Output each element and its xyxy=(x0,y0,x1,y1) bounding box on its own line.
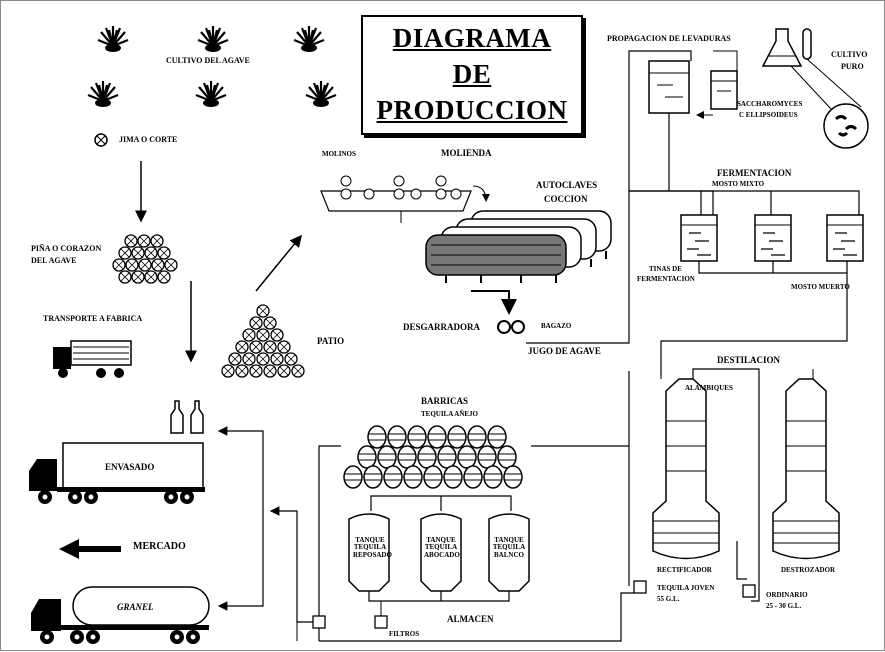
arrow-patio-to-molinos xyxy=(255,234,302,292)
title-line-3: PRODUCCION xyxy=(376,95,568,125)
transport-truck-icon xyxy=(53,340,132,378)
label-sacch-2: C ELLIPSOIDEUS xyxy=(739,111,798,119)
label-mosto-mixto: MOSTO MIXTO xyxy=(712,180,765,188)
label-transporte: TRANSPORTE A FABRICA xyxy=(43,314,143,323)
desgarradora-roller-1 xyxy=(497,320,511,334)
label-tanque-abocado: TANQUE TEQUILA ABOCADO xyxy=(424,536,460,559)
label-coccion: COCCION xyxy=(544,194,588,204)
filtro-1 xyxy=(374,615,388,629)
label-rectificador: RECTIFICADOR xyxy=(657,566,712,574)
label-tanque-blanco-1: TANQUE xyxy=(494,536,524,544)
molinos-icon xyxy=(320,175,490,223)
patio-pile-icon xyxy=(221,304,305,378)
label-tanque-reposado-3: REPOSADO xyxy=(353,550,392,559)
propagation-vats-icon xyxy=(648,50,738,119)
label-destilacion: DESTILACION xyxy=(717,355,781,365)
label-tanque-abocado-2: TEQUILA xyxy=(424,543,458,552)
label-pina-1: PIÑA O CORAZON xyxy=(31,244,102,253)
granel-truck-icon xyxy=(31,586,210,644)
label-tinas-2: FERMENTACION xyxy=(637,275,695,283)
label-tanque-blanco: TANQUE TEQUILA BALNCO xyxy=(492,536,526,559)
desgarradora-roller-2 xyxy=(511,320,525,334)
arrow-to-desgarradora xyxy=(471,290,517,315)
rectificador-still-icon xyxy=(652,378,720,560)
label-granel: GRANEL xyxy=(117,602,154,612)
label-barricas: BARRICAS xyxy=(421,396,469,406)
label-destrozador: DESTROZADOR xyxy=(781,566,836,574)
label-cultivo-puro-1: CULTIVO xyxy=(831,50,868,59)
label-mosto-muerto: MOSTO MUERTO xyxy=(791,283,850,291)
label-tequila-joven-1: TEQUILA JOVEN xyxy=(657,584,715,592)
envasado-truck-icon xyxy=(29,442,205,504)
autoclaves-icon xyxy=(425,210,612,283)
title-box: DIAGRAMA DE PRODUCCION xyxy=(361,15,583,135)
label-patio: PATIO xyxy=(317,336,345,346)
storage-tanks-icon xyxy=(348,513,530,592)
barricas-icon xyxy=(343,425,523,489)
label-ordinario-1: ORDINARIO xyxy=(766,591,808,599)
agave-plants xyxy=(86,24,338,109)
label-jugo: JUGO DE AGAVE xyxy=(528,346,601,356)
label-cultivo-puro-2: PURO xyxy=(841,62,864,71)
label-propagacion: PROPAGACION DE LEVADURAS xyxy=(607,34,731,43)
label-tanque-abocado-3: ABOCADO xyxy=(424,550,460,559)
label-tanque-abocado-1: TANQUE xyxy=(426,536,456,544)
label-tequila-anejo: TEQUILA AÑEJO xyxy=(421,410,478,418)
label-tinas-1: TINAS DE xyxy=(649,265,682,273)
label-tanque-reposado-1: TANQUE xyxy=(355,536,385,544)
label-tanque-reposado: TANQUE TEQUILA REPOSADO xyxy=(353,536,392,559)
label-tanque-reposado-2: TEQUILA xyxy=(353,543,387,552)
label-ordinario-2: 25 - 30 G.L. xyxy=(766,602,802,610)
label-tequila-joven-2: 55 G.L. xyxy=(657,595,680,603)
title-line-1: DIAGRAMA xyxy=(392,23,552,53)
label-almacen: ALMACEN xyxy=(447,614,494,624)
bottles-icon xyxy=(170,400,204,434)
pina-pile-icon xyxy=(112,234,178,284)
label-mercado: MERCADO xyxy=(133,541,186,552)
title-line-2: DE xyxy=(452,59,492,89)
label-pina-2: DEL AGAVE xyxy=(31,256,77,265)
label-tanque-blanco-2: TEQUILA xyxy=(492,543,526,552)
label-filtros: FILTROS xyxy=(389,630,420,638)
label-envasado: ENVASADO xyxy=(105,462,155,472)
ordinario-tank xyxy=(742,584,756,598)
label-sacch-1: SACCHAROMYCES xyxy=(737,100,803,108)
label-cultivo: CULTIVO DEL AGAVE xyxy=(166,56,250,65)
label-tanque-blanco-3: BALNCO xyxy=(494,550,524,559)
label-jima: JIMA O CORTE xyxy=(119,135,178,144)
filtro-2 xyxy=(312,615,326,629)
cultivo-flask-icon xyxy=(761,28,869,149)
label-alambiques: ALAMBIQUES xyxy=(685,384,733,392)
label-molienda: MOLIENDA xyxy=(441,148,492,158)
label-autoclaves: AUTOCLAVES xyxy=(536,180,598,190)
label-bagazo: BAGAZO xyxy=(541,322,572,330)
label-molinos: MOLINOS xyxy=(322,150,356,158)
destrozador-still-icon xyxy=(772,378,840,560)
tequila-joven-tank xyxy=(633,580,647,594)
label-fermentacion: FERMENTACION xyxy=(717,168,792,178)
label-desgarradora: DESGARRADORA xyxy=(403,322,481,332)
fermentation-vats-icon xyxy=(680,214,864,262)
